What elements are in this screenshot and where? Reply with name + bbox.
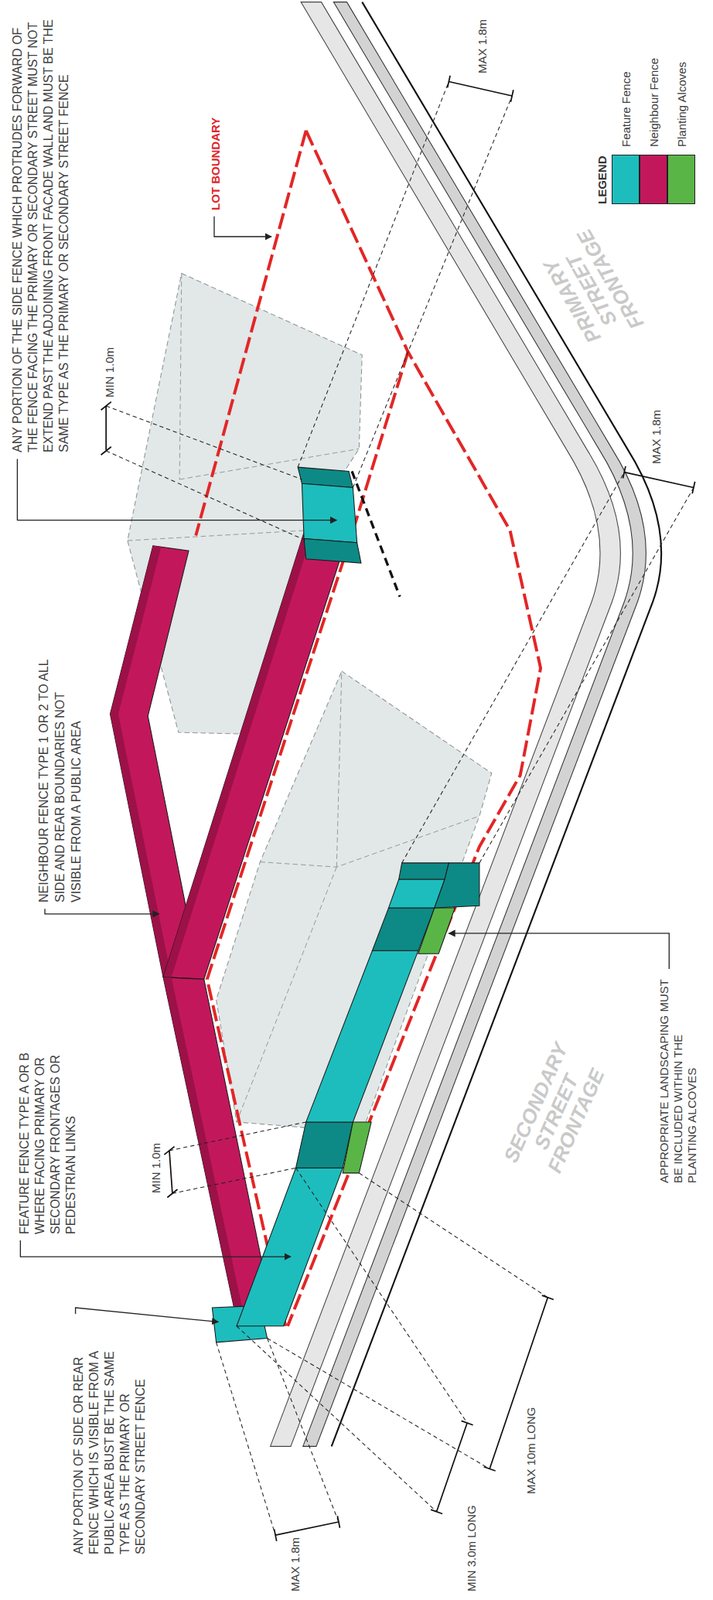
leader-lines <box>17 216 669 1323</box>
extension-line <box>169 1122 307 1151</box>
legend-swatch <box>667 154 696 205</box>
extension-lines <box>105 81 694 1536</box>
legend-text: Planting Alcoves <box>675 61 690 147</box>
neighbour-fence <box>163 532 347 980</box>
facade-line <box>351 470 400 597</box>
dimension-bar <box>163 1146 178 1198</box>
dimension-bar <box>484 1295 554 1471</box>
annotation-note: NEIGHBOUR FENCE TYPE 1 OR 2 TO ALL SIDE … <box>35 642 85 903</box>
dimension-label: MAX 1.8m <box>475 19 490 74</box>
extension-line <box>297 81 449 468</box>
dimension-label: MAX 10m LONG <box>524 1406 539 1495</box>
dimension-bar <box>274 1515 341 1542</box>
leader-line <box>448 933 669 969</box>
dimension-bar <box>101 402 112 456</box>
leader-line <box>44 908 160 915</box>
legend-swatch <box>639 154 668 205</box>
legend-swatch <box>611 154 640 205</box>
legend-text: Neighbour Fence <box>647 57 662 147</box>
extension-line <box>296 1167 468 1423</box>
leader-line <box>75 1307 219 1322</box>
dimension-label: MIN 1.0m <box>102 347 117 398</box>
annotation-note: APPROPRIATE LANDSCAPING MUST BE INCLUDED… <box>657 974 700 1184</box>
feature-fence <box>306 950 419 1123</box>
legend-text: Feature Fence <box>619 71 634 147</box>
house-volume <box>127 273 362 735</box>
leader-line <box>214 216 272 237</box>
extension-line <box>216 1342 277 1536</box>
feature-fence <box>301 483 357 543</box>
dimension-bars <box>101 75 696 1542</box>
drawing-group <box>17 2 695 1542</box>
dimension-bar <box>430 1420 474 1514</box>
annotation-note: ANY PORTION OF SIDE OR REAR FENCE WHICH … <box>71 1318 149 1555</box>
legend-title: LEGEND <box>595 155 610 205</box>
extension-line <box>267 1338 491 1470</box>
feature-fence-pier <box>399 863 450 880</box>
dimension-bar <box>623 466 696 494</box>
feature-fence-pier <box>434 863 480 908</box>
dimension-label: MAX 1.8m <box>649 409 664 464</box>
feature-fence <box>236 1167 343 1326</box>
feature-fence-pier <box>303 538 362 563</box>
neighbour-fence-top <box>163 977 246 1321</box>
dimension-label: MAX 1.8m <box>288 1537 303 1592</box>
leader-line <box>20 1240 291 1257</box>
dimension-bar <box>447 75 514 103</box>
dimension-label: MIN 1.0m <box>149 1142 164 1194</box>
extension-line <box>105 405 302 480</box>
feature-fence-return <box>296 1122 354 1168</box>
extension-line <box>236 1326 437 1512</box>
extension-line <box>479 487 694 863</box>
neighbour-fence-top <box>109 545 171 978</box>
dimension-label: MIN 3.0m LONG <box>464 1504 479 1592</box>
street-label: SECONDARY STREET FRONTAGE <box>499 1040 613 1184</box>
boundary-label: LOT BOUNDARY <box>208 117 223 211</box>
neighbour-fence-top <box>163 532 313 978</box>
annotation-note: FEATURE FENCE TYPE A OR B WHERE FACING P… <box>17 1025 79 1235</box>
street-label: PRIMARY STREET FRONTAGE <box>535 225 649 355</box>
planting-alcove <box>342 1122 372 1174</box>
extension-line <box>267 1338 339 1522</box>
planting-alcove <box>418 907 455 954</box>
extension-line <box>105 450 307 541</box>
extension-line <box>352 95 512 488</box>
lot-boundary <box>287 130 541 1327</box>
annotation-note: ANY PORTION OF THE SIDE FENCE WHICH PROT… <box>10 3 72 453</box>
extension-line <box>172 1167 297 1194</box>
extension-line <box>358 1173 548 1298</box>
leader-line <box>17 459 337 521</box>
